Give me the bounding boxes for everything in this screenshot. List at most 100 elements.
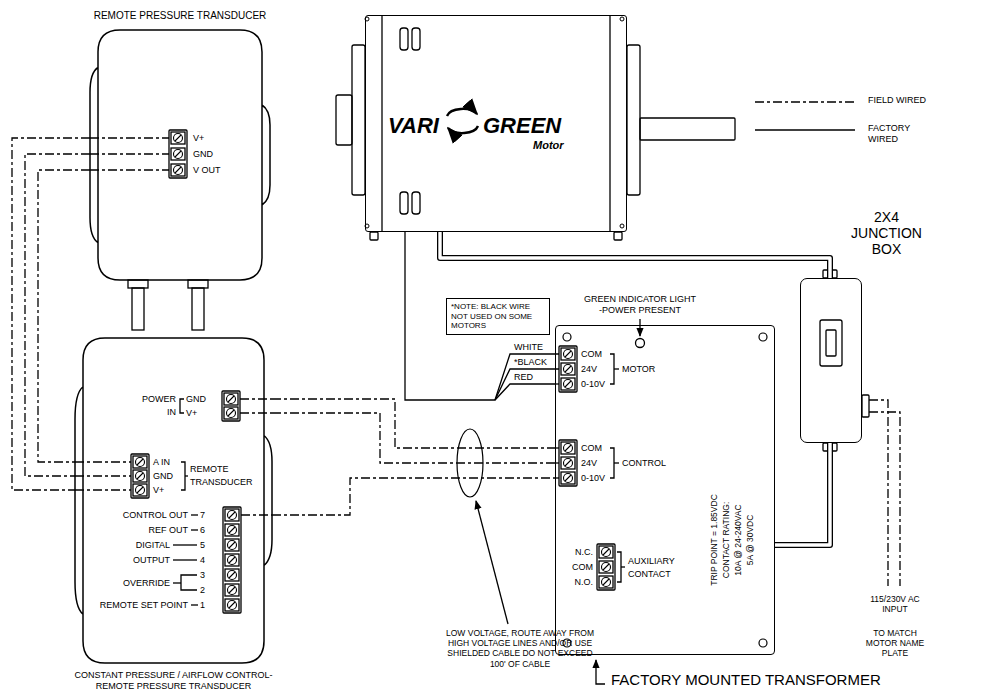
screw-slot — [565, 381, 571, 387]
motor-hub — [336, 95, 352, 145]
wire-connector — [775, 443, 830, 545]
screw-slot — [228, 396, 234, 402]
terminal-block — [559, 346, 577, 392]
terminal-label: 5 — [200, 540, 205, 551]
label-dash — [191, 514, 198, 515]
terminal-screw — [561, 363, 575, 375]
terminal-screw — [133, 484, 147, 496]
terminal-label: 2 — [200, 585, 205, 596]
label-bracket — [617, 552, 621, 582]
screw-slot — [175, 167, 181, 173]
factory-wire — [495, 354, 559, 400]
screw-head — [174, 150, 183, 159]
legend-text: FACTORY WIRED — [868, 123, 926, 145]
terminal-label: LOW VOLTAGE, ROUTE AWAY FROM HIGH VOLTAG… — [444, 628, 596, 669]
screw-head — [228, 601, 237, 610]
pressure-port — [188, 280, 208, 288]
screw-slot — [175, 151, 181, 157]
terminal-label: CONTACT — [628, 569, 671, 580]
pressure-port — [132, 288, 144, 330]
screw-head — [564, 380, 573, 389]
screw-head — [564, 474, 573, 483]
terminal-label: CONTACT RATING: — [721, 502, 731, 579]
screw-slot — [603, 564, 609, 570]
pressure-port — [192, 288, 204, 330]
terminal-label: V+ — [153, 485, 164, 496]
screw-head — [174, 166, 183, 175]
motor-body: VARIGREENMotor — [365, 15, 627, 232]
screw-slot — [603, 579, 609, 585]
screw-slot — [137, 459, 143, 465]
terminal-label: V OUT — [193, 165, 221, 176]
label-dash — [191, 529, 198, 530]
node-text: Motor — [533, 139, 564, 152]
terminal-screw — [599, 546, 613, 558]
screw-head — [228, 511, 237, 520]
motor-vent-slot — [412, 192, 420, 214]
terminal-label: 24V — [581, 364, 597, 375]
terminal-screw — [225, 569, 239, 581]
motor-seam — [381, 15, 382, 232]
label-bracket — [181, 462, 185, 490]
screw-slot — [229, 527, 235, 533]
terminal-label: 0-10V — [581, 473, 605, 484]
terminal-screw — [225, 584, 239, 596]
wire-connector — [440, 232, 830, 278]
motor-vent-slot — [412, 28, 420, 50]
screw-head — [228, 571, 237, 580]
motor-vent-slot — [400, 192, 408, 214]
node-text: CONSTANT PRESSURE / AIRFLOW CONTROL- REM… — [58, 670, 289, 692]
node-text: REMOTE PRESSURE TRANSDUCER — [90, 10, 270, 22]
terminal-label: 6 — [200, 525, 205, 536]
label-dash — [173, 544, 197, 545]
node-text: *NOTE: BLACK WIRE NOT USED ON SOME MOTOR… — [451, 302, 545, 331]
screw-slot — [229, 512, 235, 518]
cable-core — [440, 232, 830, 278]
label-bracket — [181, 575, 197, 590]
node-text: VARI — [388, 113, 439, 139]
terminal-screw — [599, 561, 613, 573]
terminal-label: 10A @ 24-240VAC — [733, 504, 743, 575]
terminal-label: POWER — [142, 394, 176, 405]
terminal-screw — [225, 554, 239, 566]
terminal-screw — [561, 348, 575, 360]
terminal-label: 5A @ 30VDC — [745, 515, 755, 566]
screw-head — [564, 365, 573, 374]
controller-housing: CONSTANT PRESSURE / AIRFLOW CONTROL- REM… — [75, 338, 272, 663]
terminal-label: REF OUT — [149, 525, 189, 536]
label-bracket — [614, 462, 619, 463]
terminal-block — [131, 454, 149, 498]
mounting-hole — [759, 639, 767, 647]
cable-core — [775, 443, 830, 545]
field-wire-stub — [240, 398, 272, 399]
terminal-block — [169, 130, 187, 178]
terminal-label: GREEN INDICATOR LIGHT — [584, 294, 696, 305]
junction-box: 2X4 JUNCTION BOX — [800, 278, 862, 443]
terminal-screw — [171, 164, 185, 176]
wire-connector — [12, 138, 90, 490]
terminal-label: RED — [514, 372, 533, 383]
transducer-housing: REMOTE PRESSURE TRANSDUCER — [90, 30, 270, 280]
field-wire-stub — [90, 169, 169, 170]
terminal-label: COM — [581, 443, 602, 454]
screw-slot — [229, 602, 235, 608]
screw-head — [228, 586, 237, 595]
screw-slot — [229, 572, 235, 578]
legend-text: FIELD WIRED — [868, 95, 926, 106]
housing-outline — [75, 338, 272, 663]
switch-plate — [820, 320, 842, 366]
terminal-block — [559, 440, 577, 486]
legend-sample — [755, 129, 855, 130]
terminal-block — [222, 391, 240, 421]
label-dash — [173, 582, 181, 583]
terminal-label: MOTOR — [622, 364, 655, 375]
terminal-label: 115/230V AC INPUT — [867, 594, 923, 614]
terminal-screw — [599, 576, 613, 588]
leader-line — [639, 319, 640, 336]
terminal-label: *BLACK — [514, 357, 547, 368]
label-bracket — [185, 475, 188, 476]
terminal-screw — [133, 470, 147, 482]
wire-path — [272, 478, 555, 515]
terminal-screw — [133, 456, 147, 468]
